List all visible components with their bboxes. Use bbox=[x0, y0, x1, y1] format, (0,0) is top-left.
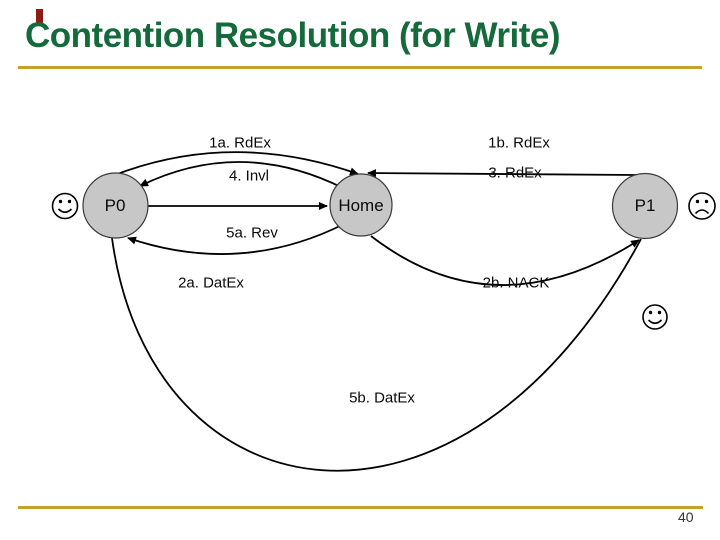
edge-label-1a-rdex: 1a. RdEx bbox=[209, 134, 271, 152]
edge-3-rdex-line bbox=[367, 169, 638, 178]
node-home-label: Home bbox=[338, 196, 384, 215]
edge-label-5b-datex: 5b. DatEx bbox=[349, 389, 415, 407]
edge-label-1b-rdex: 1b. RdEx bbox=[488, 134, 550, 152]
title-rule bbox=[18, 66, 702, 69]
page-number: 40 bbox=[678, 509, 694, 525]
edge-4-invl-arc bbox=[139, 161, 344, 189]
node-p1-label: P1 bbox=[634, 196, 656, 215]
edge-label-2b-nack: 2b. NACK bbox=[482, 274, 550, 292]
page-title: Contention Resolution (for Write) bbox=[25, 16, 561, 55]
node-home-circle bbox=[329, 173, 393, 237]
edge-5b-datex-arc bbox=[111, 237, 642, 472]
edge-1a-rdex-arc bbox=[99, 151, 359, 182]
edge-2a-datex-arc bbox=[127, 223, 345, 255]
edge-2b-nack-arc bbox=[370, 235, 640, 286]
sad-face-icon bbox=[688, 192, 716, 220]
edge-label-2a-datex: 2a. DatEx bbox=[178, 274, 244, 292]
corner-accent-mark bbox=[36, 9, 43, 26]
footer-rule bbox=[18, 506, 703, 509]
happy-face-icon bbox=[51, 192, 79, 220]
happy-face-icon bbox=[642, 304, 668, 330]
edge-label-3-rdex: 3. RdEx bbox=[488, 164, 542, 182]
edge-label-5a-rev: 5a. Rev bbox=[226, 224, 278, 242]
node-p1-circle bbox=[611, 172, 679, 240]
edge-label-4-invl: 4. Invl bbox=[228, 167, 270, 185]
node-p0-label: P0 bbox=[104, 196, 126, 215]
node-p0-circle bbox=[82, 172, 149, 239]
